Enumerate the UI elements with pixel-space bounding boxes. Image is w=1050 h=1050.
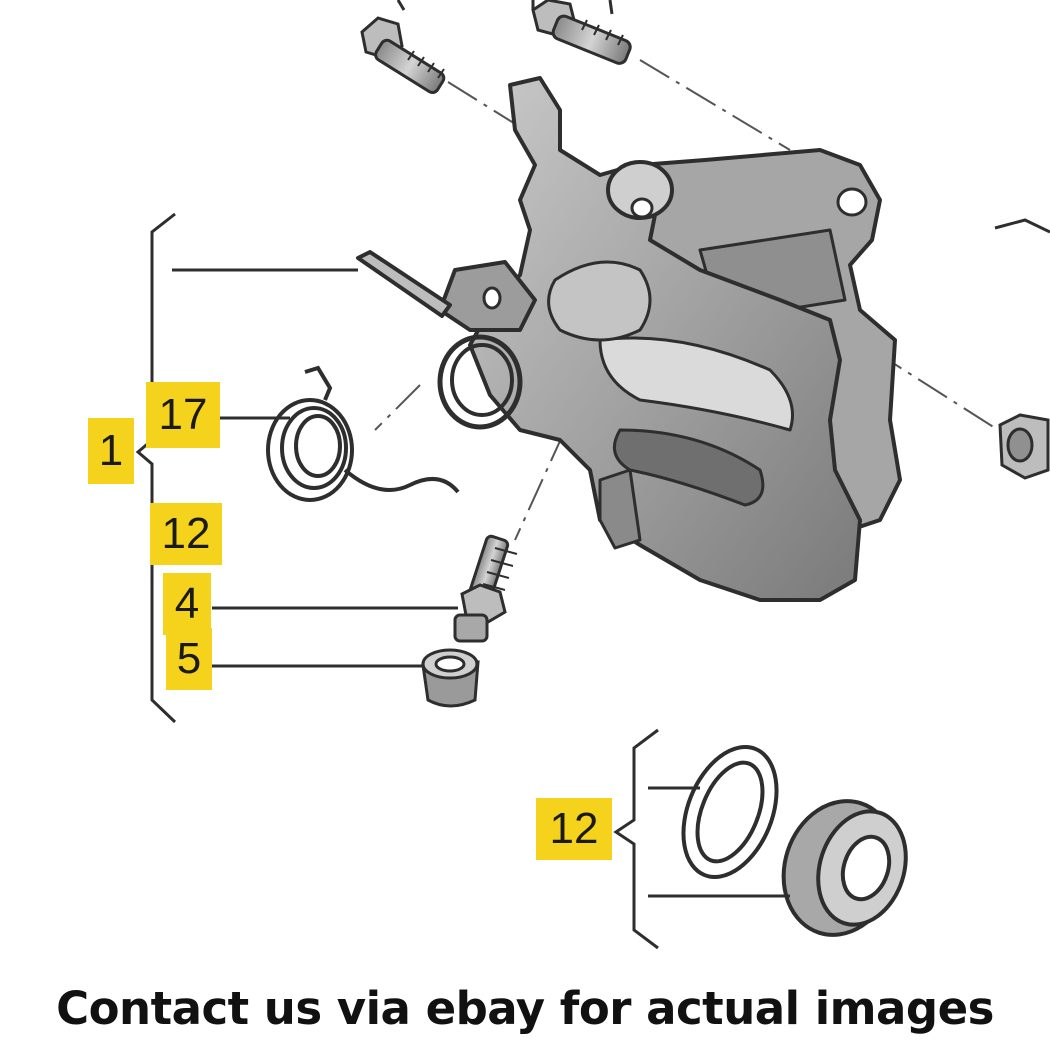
callout-12-lower: 12 <box>536 798 612 860</box>
callout-1: 1 <box>88 418 134 484</box>
brake-caliper-body <box>356 76 902 602</box>
caliper-bolt-left <box>360 16 446 95</box>
bleeder-screw <box>453 534 518 643</box>
seal-ring <box>681 745 779 879</box>
callout-brackets <box>135 212 790 950</box>
callout-4: 4 <box>163 573 211 635</box>
dust-cap <box>421 648 480 708</box>
torsion-spring <box>266 365 460 502</box>
bleeder-nipple-right <box>998 413 1050 480</box>
caliper-piston <box>781 799 908 937</box>
caliper-bolt-right <box>531 0 632 65</box>
callout-5: 5 <box>166 628 212 690</box>
callout-17: 17 <box>146 382 220 448</box>
callout-12-upper: 12 <box>150 503 222 565</box>
contact-notice: Contact us via ebay for actual images <box>56 982 994 1035</box>
